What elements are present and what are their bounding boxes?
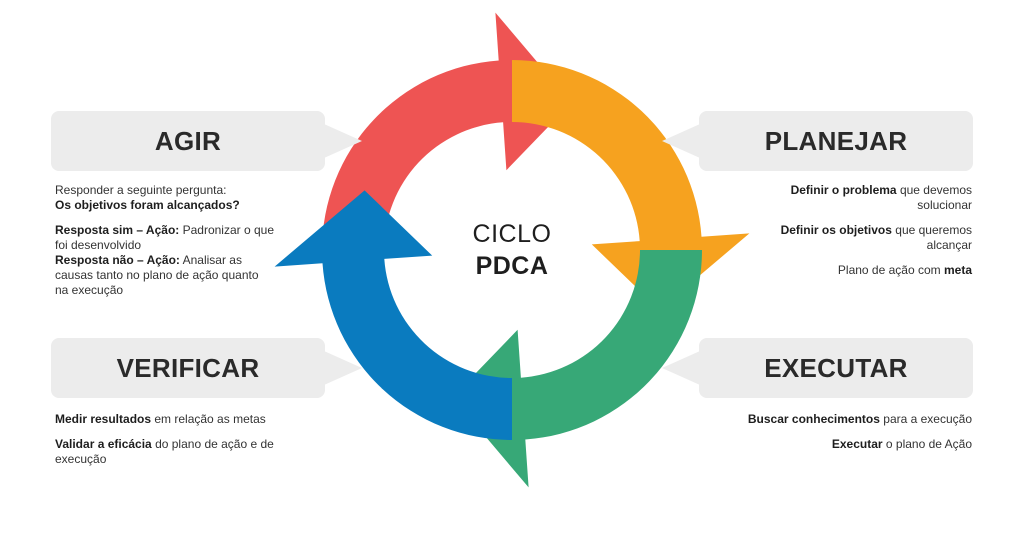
verificar-pointer: [324, 351, 362, 385]
executar-item2-text: o plano de Ação: [882, 437, 972, 451]
agir-yes-text: Padronizar o que foi desenvolvido: [55, 223, 274, 252]
executar-item2-bold: Executar: [831, 437, 883, 451]
executar-pointer: [662, 351, 700, 385]
agir-description: Responder a seguinte pergunta: Os objeti…: [55, 183, 275, 308]
agir-arrow-segment: [322, 12, 572, 250]
executar-description: Buscar conhecimentos para a execução Exe…: [745, 412, 972, 462]
planejar-item2-bold: Definir os objetivos: [780, 223, 892, 237]
verificar-item2-bold: Validar a eficácia: [55, 437, 152, 451]
agir-label-box: AGIR: [51, 111, 325, 171]
planejar-item2-text: que queremos alcançar: [891, 223, 972, 252]
verificar-arrow-segment: [274, 190, 512, 440]
agir-question: Os objetivos foram alcançados?: [55, 198, 240, 212]
executar-label-box: EXECUTAR: [699, 338, 973, 398]
verificar-item1-bold: Medir resultados: [55, 412, 152, 426]
agir-pointer: [324, 124, 362, 158]
center-title-ciclo: CICLO: [472, 220, 552, 248]
verificar-item1-text: em relação as metas: [151, 412, 266, 426]
verificar-item2-text: do plano de ação e de execução: [55, 437, 274, 466]
verificar-label-box: VERIFICAR: [51, 338, 325, 398]
planejar-item1-text: que devemos solucionar: [896, 183, 972, 212]
planejar-arrow-segment: [512, 60, 750, 310]
planejar-item3-bold: meta: [943, 263, 972, 277]
executar-title: EXECUTAR: [764, 352, 908, 383]
verificar-description: Medir resultados em relação as metas Val…: [55, 412, 275, 477]
verificar-title: VERIFICAR: [116, 352, 260, 383]
executar-arrow-segment: [452, 250, 702, 488]
planejar-label-box: PLANEJAR: [699, 111, 973, 171]
center-title-pdca: PDCA: [475, 252, 549, 280]
executar-item1-text: para a execução: [879, 412, 972, 426]
planejar-description: Definir o problema que devemos soluciona…: [745, 183, 972, 288]
agir-question-intro: Responder a seguinte pergunta:: [55, 183, 227, 197]
planejar-item3-text: Plano de ação com: [837, 263, 944, 277]
planejar-pointer: [662, 124, 700, 158]
agir-title: AGIR: [154, 125, 222, 156]
agir-no-text: Analisar as causas tanto no plano de açã…: [55, 253, 259, 297]
agir-yes-label: Resposta sim – Ação:: [55, 223, 180, 237]
planejar-item1-bold: Definir o problema: [790, 183, 897, 197]
agir-no-label: Resposta não – Ação:: [55, 253, 180, 267]
planejar-title: PLANEJAR: [764, 125, 908, 156]
executar-item1-bold: Buscar conhecimentos: [747, 412, 880, 426]
